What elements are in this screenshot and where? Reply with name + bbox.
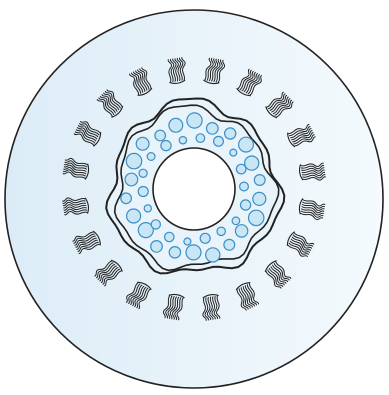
vesicle [165,232,174,241]
vesicle [214,136,224,146]
vesicle [121,193,132,204]
vesicle [207,123,219,135]
vesicle [240,182,249,191]
vesicle [184,238,191,245]
vesicle [127,209,141,223]
vesicle [179,137,186,144]
vesicle [224,239,235,250]
vesicle [217,227,225,235]
vesicle [236,164,246,174]
vesicle [155,130,166,141]
vesicle [232,217,240,225]
vesicle [139,169,147,177]
vesicle [161,141,171,151]
vesicle [147,153,155,161]
vesicle [187,113,202,128]
vesicle [151,241,163,253]
vesicle [144,205,151,212]
vesicle [241,200,251,210]
vesicle [235,225,247,237]
vesicle [245,156,259,170]
vesicle [225,128,236,139]
center-hole [153,148,235,230]
vesicle [200,233,210,243]
vesicle [136,137,149,150]
vesicle [151,220,160,229]
vesicle [253,192,266,205]
vesicle [169,247,180,258]
vesicle [249,210,264,225]
vesicle [186,245,201,260]
vesicle [138,187,148,197]
vesicle [125,173,138,186]
vesicle [126,153,141,168]
vesicle [196,134,205,143]
vesicle [239,137,254,152]
vesicle [206,248,220,262]
vesicle [169,118,183,132]
vesicle [254,175,265,186]
vesicle [230,149,237,156]
